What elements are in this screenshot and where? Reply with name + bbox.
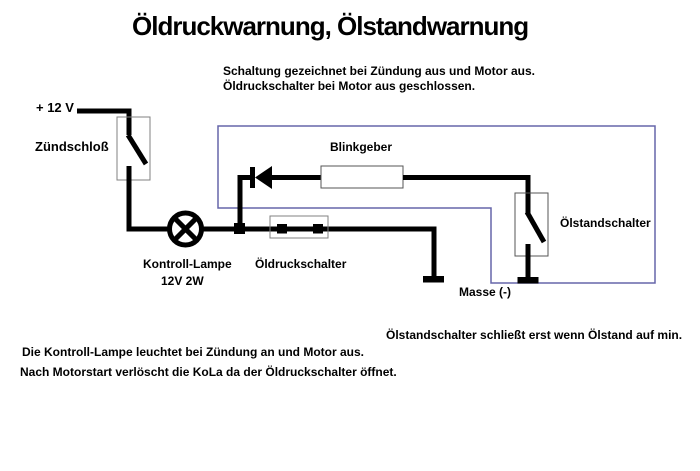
ground-symbol-masse: [423, 276, 444, 283]
diode-symbol: [250, 166, 272, 189]
oil-pressure-contact-right: [313, 224, 323, 234]
flasher-to-oil-level-wire: [403, 175, 531, 215]
supply-wire: [77, 108, 132, 135]
oil-pressure-switch-box: [269, 215, 329, 239]
ground-label: Masse (-): [459, 285, 512, 299]
schematic-note: Schaltung gezeichnet bei Zündung aus und…: [223, 64, 535, 94]
diode-cathode-bar: [250, 167, 255, 188]
ignition-switch-label: Zündschloß: [35, 139, 109, 154]
oil-level-switch-box: [514, 192, 549, 257]
schematic-note-line1: Schaltung gezeichnet bei Zündung aus und…: [223, 64, 536, 78]
highlight-box-outline: [217, 125, 656, 284]
lamp-behavior-note: Die Kontroll-Lampe leuchtet bei Zündung …: [22, 345, 364, 359]
schematic-note-line2: Öldruckschalter bei Motor aus geschlosse…: [223, 79, 476, 93]
kontroll-lampe-symbol: [167, 210, 204, 248]
diode-branch-wire: [237, 175, 250, 229]
lamp-name-label: Kontroll-Lampe: [143, 257, 232, 271]
flasher-box: [320, 165, 404, 189]
lamp-rating-label: 12V 2W: [161, 274, 204, 288]
lamp-cross-stroke-2: [172, 215, 199, 243]
diode-triangle: [255, 166, 272, 189]
motor-start-note: Nach Motorstart verlöscht die KoLa da de…: [20, 365, 397, 379]
oil-pressure-contact-left: [277, 224, 287, 234]
page-title: Öldruckwarnung, Ölstandwarnung: [132, 11, 529, 41]
ignition-to-lamp-wire: [126, 166, 169, 232]
ignition-switch-box: [116, 116, 151, 181]
supply-label: + 12 V: [36, 100, 74, 115]
flasher-label: Blinkgeber: [330, 140, 393, 154]
oil-level-switch-label: Ölstandschalter: [560, 216, 651, 230]
ground-symbol-oil-level: [517, 277, 539, 284]
ignition-switch-blade: [125, 133, 149, 166]
oil-level-note: Ölstandschalter schließt erst wenn Ölsta…: [386, 328, 683, 342]
oil-level-switch-blade: [524, 210, 547, 244]
oil-pressure-switch-label: Öldruckschalter: [255, 257, 347, 271]
